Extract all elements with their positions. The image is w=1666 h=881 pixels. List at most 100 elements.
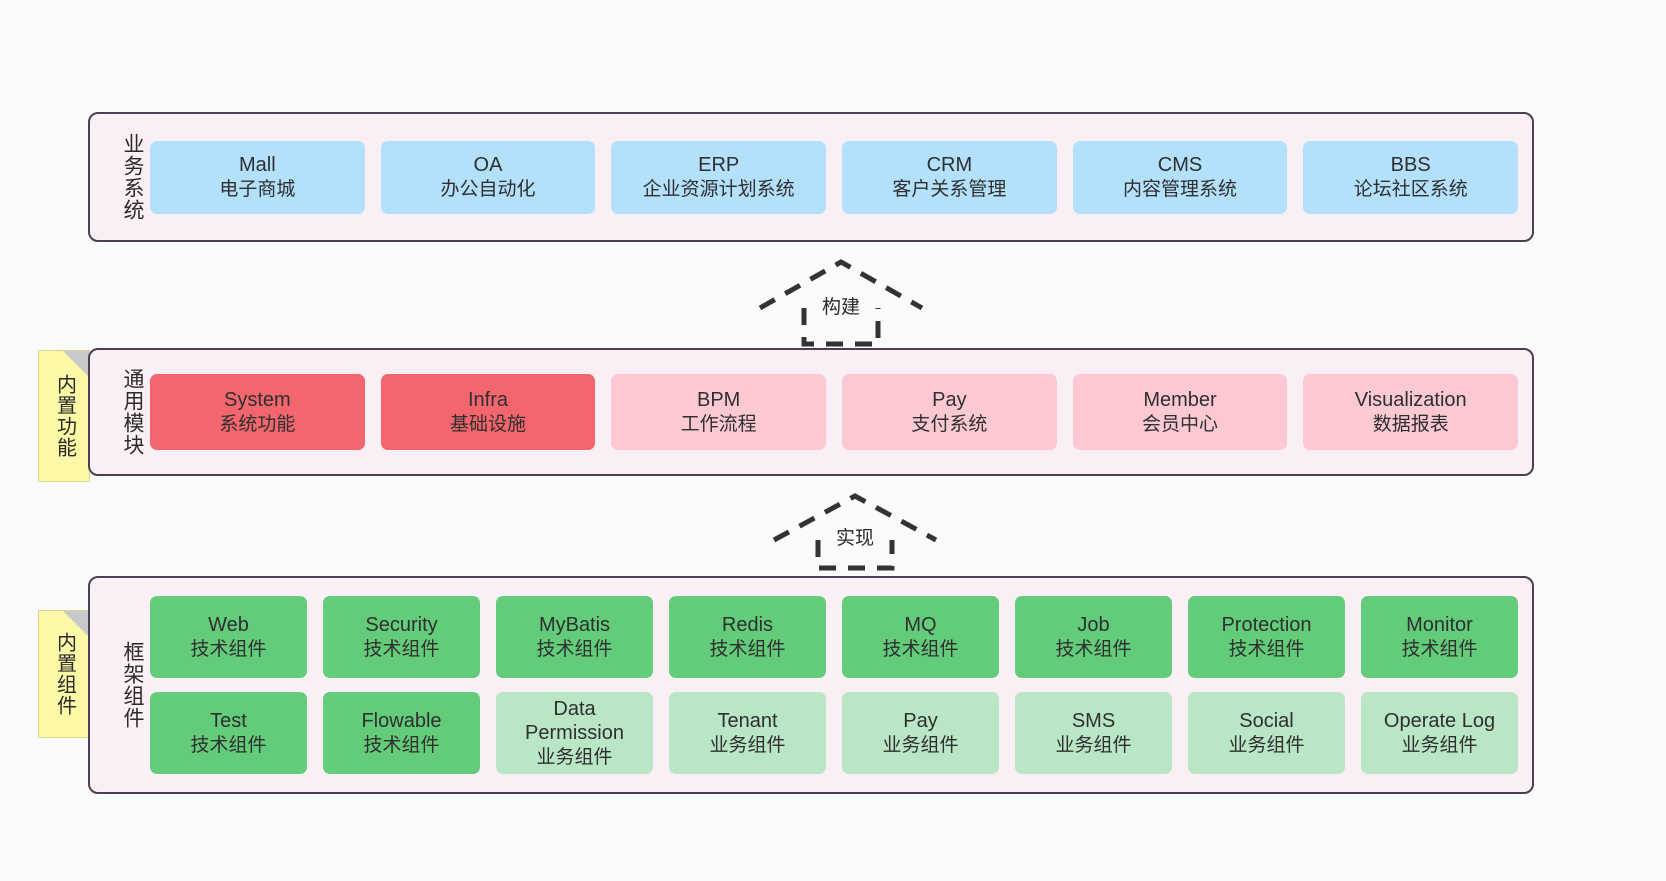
layer-cells-business: Mall 电子商城 OA 办公自动化 ERP 企业资源计划系统 CRM 客户关系… — [144, 140, 1532, 214]
node-title: Operate Log — [1383, 710, 1496, 733]
cell-row: Web 技术组件 Security 技术组件 MyBatis 技术组件 Redi… — [150, 596, 1518, 678]
node-title: Job — [1077, 614, 1110, 637]
node-erp[interactable]: ERP 企业资源计划系统 — [611, 140, 827, 214]
node-subtitle: 技术组件 — [1055, 638, 1132, 660]
node-pay-module[interactable]: Pay 支付系统 — [842, 374, 1057, 450]
node-title: Security — [365, 614, 438, 637]
node-subtitle: 客户关系管理 — [892, 178, 1007, 200]
layer-label-framework-components: 框架组件 — [121, 641, 144, 729]
node-oa[interactable]: OA 办公自动化 — [380, 140, 596, 214]
node-title: SMS — [1071, 710, 1116, 733]
node-data-permission[interactable]: Data Permission 业务组件 — [496, 692, 653, 774]
node-subtitle: 基础设施 — [450, 413, 527, 435]
node-title: Social — [1239, 710, 1294, 733]
node-title: Web — [208, 614, 249, 637]
node-bpm[interactable]: BPM 工作流程 — [611, 374, 827, 450]
node-title: Redis — [721, 614, 774, 637]
node-subtitle: 工作流程 — [680, 413, 757, 435]
node-title: Pay — [932, 389, 967, 412]
layer-cells-modules: System 系统功能 Infra 基础设施 BPM 工作流程 Pay 支付系统… — [144, 374, 1532, 450]
node-title: Mall — [239, 154, 276, 177]
node-subtitle: 数据报表 — [1372, 413, 1449, 435]
node-infra[interactable]: Infra 基础设施 — [380, 374, 596, 450]
cell-row: Mall 电子商城 OA 办公自动化 ERP 企业资源计划系统 CRM 客户关系… — [150, 140, 1519, 214]
cell-row: System 系统功能 Infra 基础设施 BPM 工作流程 Pay 支付系统… — [150, 374, 1519, 450]
node-tenant[interactable]: Tenant 业务组件 — [669, 692, 826, 774]
node-title: CRM — [926, 154, 973, 177]
node-mq[interactable]: MQ 技术组件 — [842, 596, 999, 678]
node-protection[interactable]: Protection 技术组件 — [1188, 596, 1345, 678]
node-subtitle: 业务组件 — [1228, 734, 1305, 756]
note-fold-corner-icon — [63, 611, 89, 637]
node-subtitle: 技术组件 — [882, 638, 959, 660]
layer-cells-framework: Web 技术组件 Security 技术组件 MyBatis 技术组件 Redi… — [144, 596, 1532, 774]
node-monitor[interactable]: Monitor 技术组件 — [1361, 596, 1518, 678]
node-title: Member — [1143, 389, 1217, 412]
node-subtitle: 内容管理系统 — [1123, 178, 1238, 200]
note-fold-corner-icon — [63, 351, 89, 377]
node-title: Pay — [903, 710, 938, 733]
node-subtitle: 技术组件 — [1401, 638, 1478, 660]
node-title: Protection — [1221, 614, 1312, 637]
node-sms[interactable]: SMS 业务组件 — [1015, 692, 1172, 774]
node-subtitle: 企业资源计划系统 — [642, 178, 795, 200]
node-title: MyBatis — [538, 614, 611, 637]
node-subtitle: 技术组件 — [363, 638, 440, 660]
node-title: System — [223, 389, 291, 412]
layer-label-common-modules: 通用模块 — [121, 368, 144, 456]
node-bbs[interactable]: BBS 论坛社区系统 — [1303, 140, 1519, 214]
sticky-note-text: 内置组件 — [53, 632, 76, 716]
node-subtitle: 技术组件 — [190, 734, 267, 756]
node-crm[interactable]: CRM 客户关系管理 — [842, 140, 1057, 214]
node-visualization[interactable]: Visualization 数据报表 — [1303, 374, 1519, 450]
node-subtitle: 业务组件 — [1401, 734, 1478, 756]
node-subtitle: 业务组件 — [1055, 734, 1132, 756]
node-subtitle: 业务组件 — [709, 734, 786, 756]
node-title: Tenant — [717, 710, 778, 733]
node-subtitle: 支付系统 — [911, 413, 988, 435]
node-subtitle: 技术组件 — [363, 734, 440, 756]
node-operate-log[interactable]: Operate Log 业务组件 — [1361, 692, 1518, 774]
node-subtitle: 办公自动化 — [440, 178, 536, 200]
node-subtitle: 技术组件 — [1228, 638, 1305, 660]
node-title: Flowable — [361, 710, 442, 733]
node-title: MQ — [904, 614, 937, 637]
node-subtitle: 技术组件 — [190, 638, 267, 660]
dashed-hollow-arrow-up-icon — [772, 493, 938, 571]
node-title: Data Permission — [525, 698, 624, 745]
node-job[interactable]: Job 技术组件 — [1015, 596, 1172, 678]
node-flowable[interactable]: Flowable 技术组件 — [323, 692, 480, 774]
layer-common-modules: 通用模块 System 系统功能 Infra 基础设施 BPM 工作流程 Pay… — [88, 348, 1534, 476]
node-member[interactable]: Member 会员中心 — [1072, 374, 1288, 450]
node-title: ERP — [698, 154, 740, 177]
node-title: Infra — [467, 389, 509, 412]
sticky-note-builtin-component: 内置组件 — [38, 610, 90, 738]
node-redis[interactable]: Redis 技术组件 — [669, 596, 826, 678]
node-title: CMS — [1157, 154, 1203, 177]
node-title: OA — [473, 154, 503, 177]
node-subtitle: 论坛社区系统 — [1353, 178, 1468, 200]
node-mall[interactable]: Mall 电子商城 — [150, 140, 365, 214]
node-title: BBS — [1390, 154, 1431, 177]
node-subtitle: 技术组件 — [536, 638, 613, 660]
node-cms[interactable]: CMS 内容管理系统 — [1072, 140, 1288, 214]
node-system[interactable]: System 系统功能 — [150, 374, 365, 450]
node-subtitle: 业务组件 — [536, 746, 613, 768]
node-social[interactable]: Social 业务组件 — [1188, 692, 1345, 774]
layer-business-systems: 业务系统 Mall 电子商城 OA 办公自动化 ERP 企业资源计划系统 CRM… — [88, 112, 1534, 242]
connector-label-implement: 实现 — [835, 528, 875, 549]
node-pay-component[interactable]: Pay 业务组件 — [842, 692, 999, 774]
connector-label-build: 构建 — [821, 297, 861, 318]
node-security[interactable]: Security 技术组件 — [323, 596, 480, 678]
layer-label-business-systems: 业务系统 — [121, 133, 144, 221]
node-mybatis[interactable]: MyBatis 技术组件 — [496, 596, 653, 678]
node-test[interactable]: Test 技术组件 — [150, 692, 307, 774]
layer-framework-components: 框架组件 Web 技术组件 Security 技术组件 MyBatis 技术组件… — [88, 576, 1534, 794]
cell-row: Test 技术组件 Flowable 技术组件 Data Permission … — [150, 692, 1518, 774]
node-web[interactable]: Web 技术组件 — [150, 596, 307, 678]
connector-build-arrow: 构建 — [756, 258, 926, 347]
node-subtitle: 电子商城 — [219, 178, 296, 200]
node-subtitle: 业务组件 — [882, 734, 959, 756]
node-title: BPM — [697, 389, 741, 412]
